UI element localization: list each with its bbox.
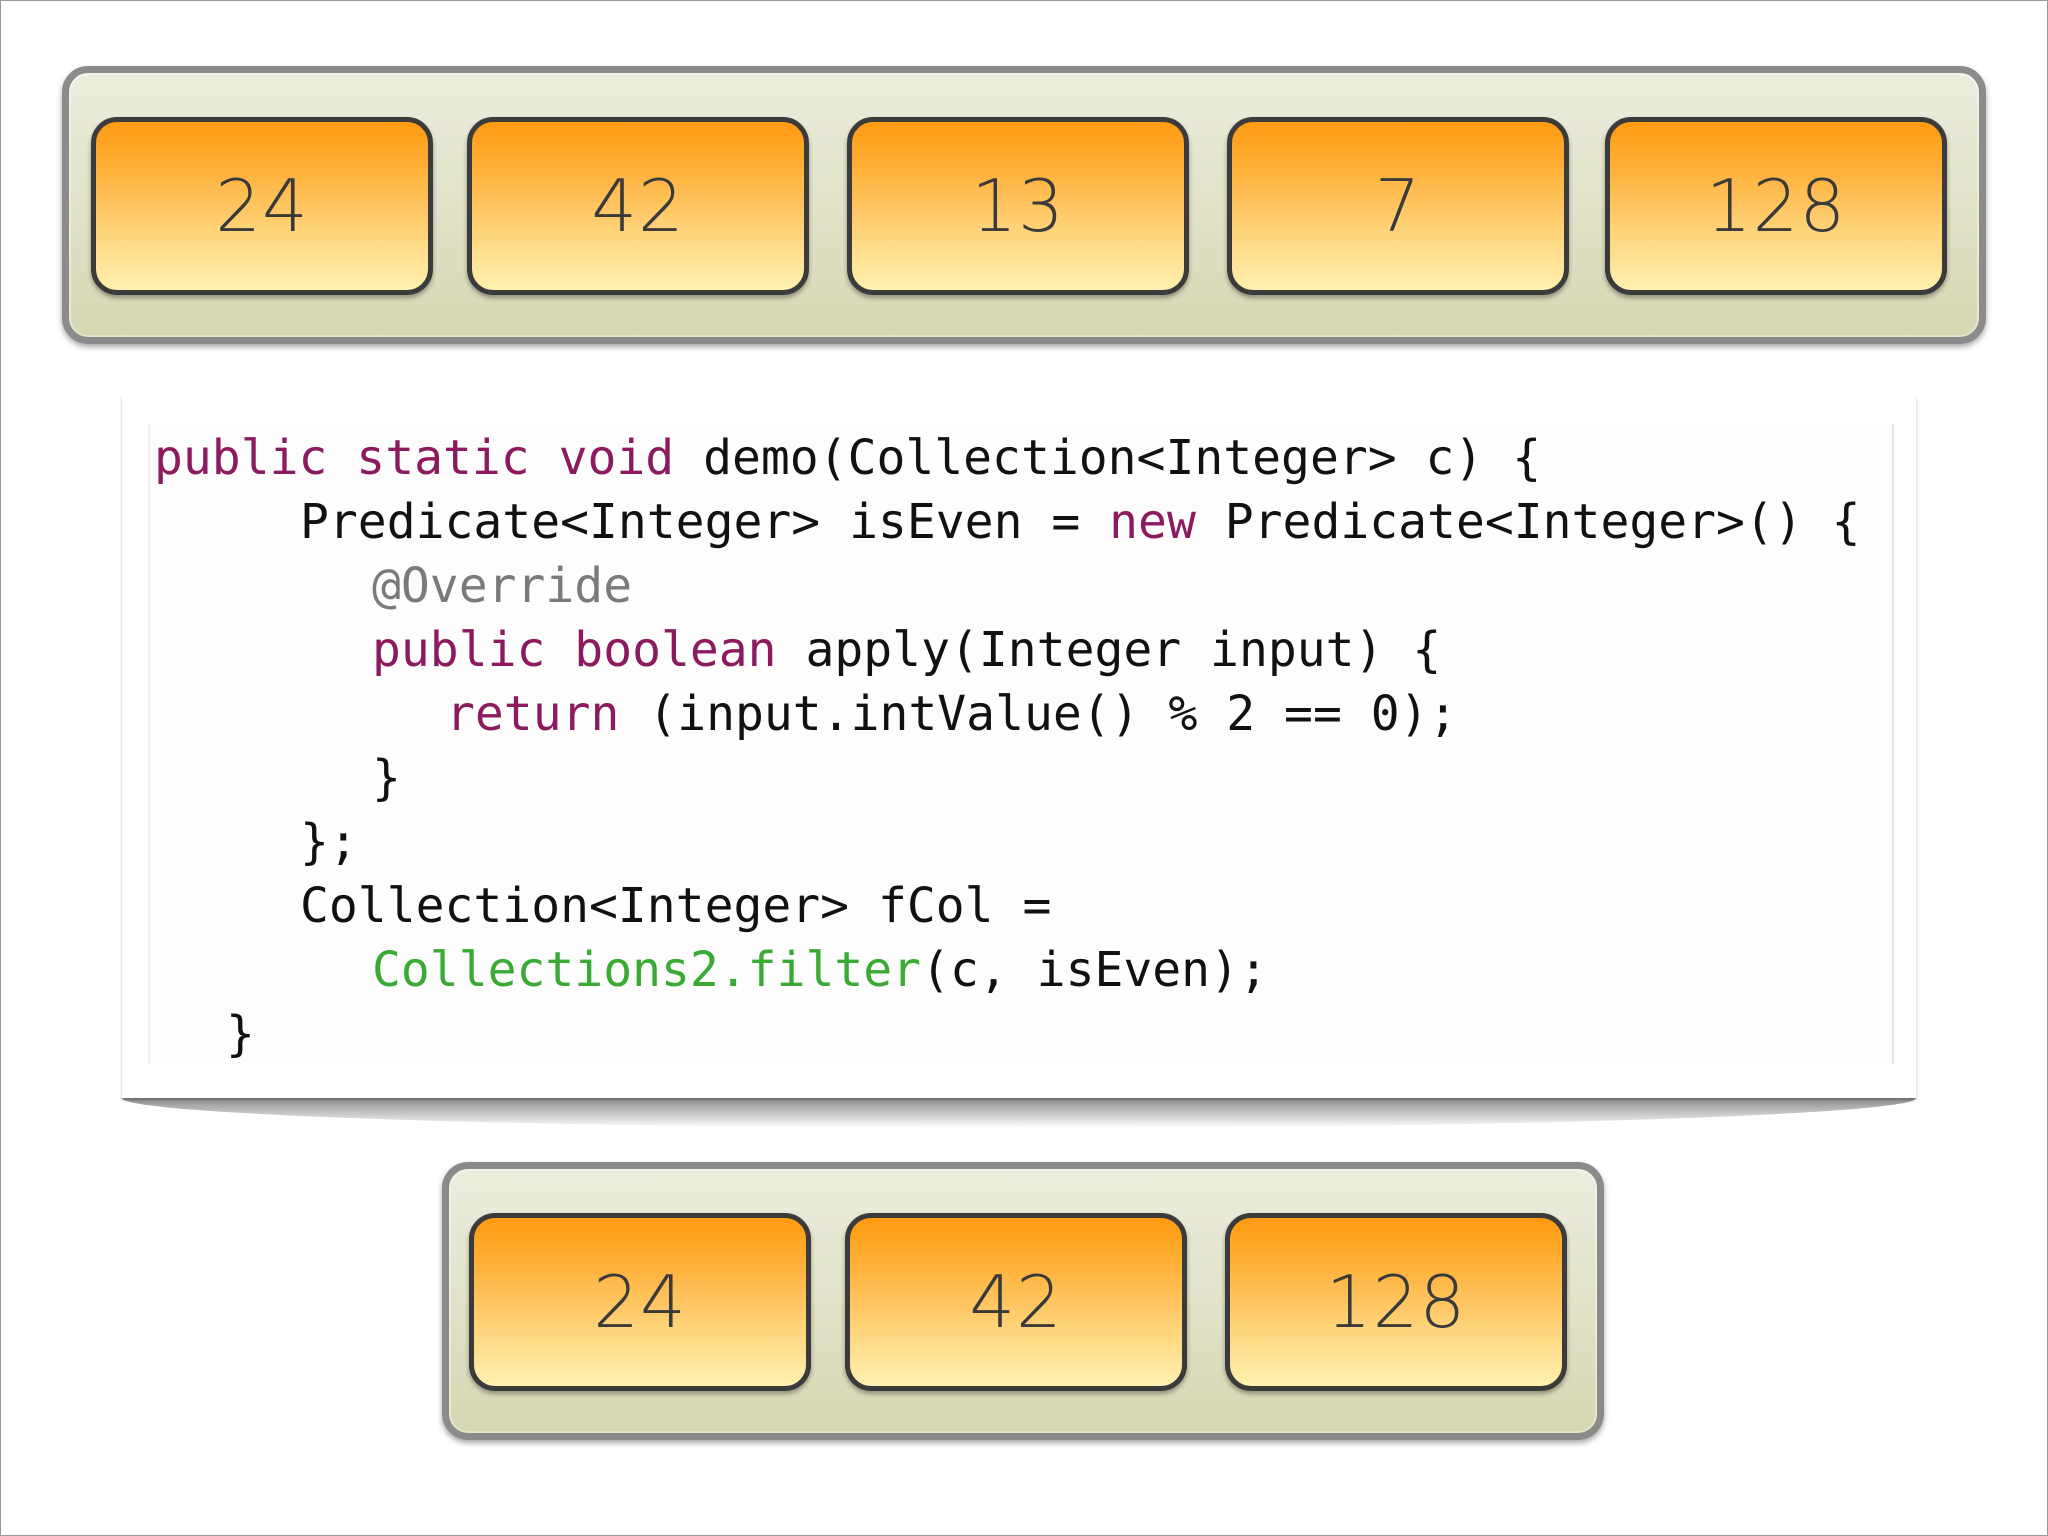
code-block: public static void demo(Collection<Integ… — [148, 424, 1894, 1064]
output-collection-tray: 24 42 128 — [442, 1162, 1604, 1440]
code-panel: public static void demo(Collection<Integ… — [122, 396, 1916, 1128]
code-token-kw: new — [1109, 494, 1196, 550]
input-collection-cell: 42 — [467, 117, 809, 295]
code-token-plain: } — [372, 750, 401, 806]
cell-value: 128 — [1705, 164, 1847, 248]
cell-value: 24 — [593, 1260, 687, 1344]
code-token-kw: public boolean — [372, 622, 777, 678]
code-token-plain: (c, isEven); — [921, 942, 1268, 998]
input-collection-tray: 24 42 13 7 128 — [62, 66, 1986, 344]
code-token-lib: Collections2.filter — [372, 942, 922, 998]
code-token-plain: } — [226, 1006, 255, 1062]
code-token-plain: Collection<Integer> fCol = — [300, 878, 1052, 934]
cell-value: 7 — [1374, 164, 1422, 248]
code-token-plain: demo(Collection<Integer> c) { — [674, 430, 1542, 486]
code-token-ann: @Override — [372, 558, 633, 614]
code-line: public static void demo(Collection<Integ… — [154, 426, 1541, 490]
code-token-plain: Predicate<Integer> isEven = — [300, 494, 1110, 550]
code-token-plain: }; — [300, 814, 358, 870]
output-collection-cell: 128 — [1225, 1213, 1567, 1391]
cell-value: 42 — [591, 164, 685, 248]
code-token-plain: (input.intValue() % 2 == 0); — [619, 686, 1458, 742]
code-token-kw: public static void — [154, 430, 675, 486]
code-line: }; — [300, 810, 358, 874]
output-collection-cell: 24 — [469, 1213, 811, 1391]
code-line: Collection<Integer> fCol = — [300, 874, 1051, 938]
code-line: Collections2.filter(c, isEven); — [372, 938, 1268, 1002]
code-line: } — [226, 1002, 255, 1066]
input-collection-cell: 128 — [1605, 117, 1947, 295]
code-line: } — [372, 746, 401, 810]
input-collection-cell: 24 — [91, 117, 433, 295]
cell-value: 24 — [215, 164, 309, 248]
output-collection-cell: 42 — [845, 1213, 1187, 1391]
code-line: return (input.intValue() % 2 == 0); — [446, 682, 1457, 746]
code-token-plain: Predicate<Integer>() { — [1195, 494, 1861, 550]
cell-value: 128 — [1325, 1260, 1467, 1344]
code-line: Predicate<Integer> isEven = new Predicat… — [300, 490, 1861, 554]
cell-value: 13 — [971, 164, 1065, 248]
code-line: @Override — [372, 554, 632, 618]
code-line: public boolean apply(Integer input) { — [372, 618, 1441, 682]
input-collection-cell: 7 — [1227, 117, 1569, 295]
code-token-plain: apply(Integer input) { — [776, 622, 1442, 678]
cell-value: 42 — [969, 1260, 1063, 1344]
code-token-kw: return — [446, 686, 620, 742]
input-collection-cell: 13 — [847, 117, 1189, 295]
